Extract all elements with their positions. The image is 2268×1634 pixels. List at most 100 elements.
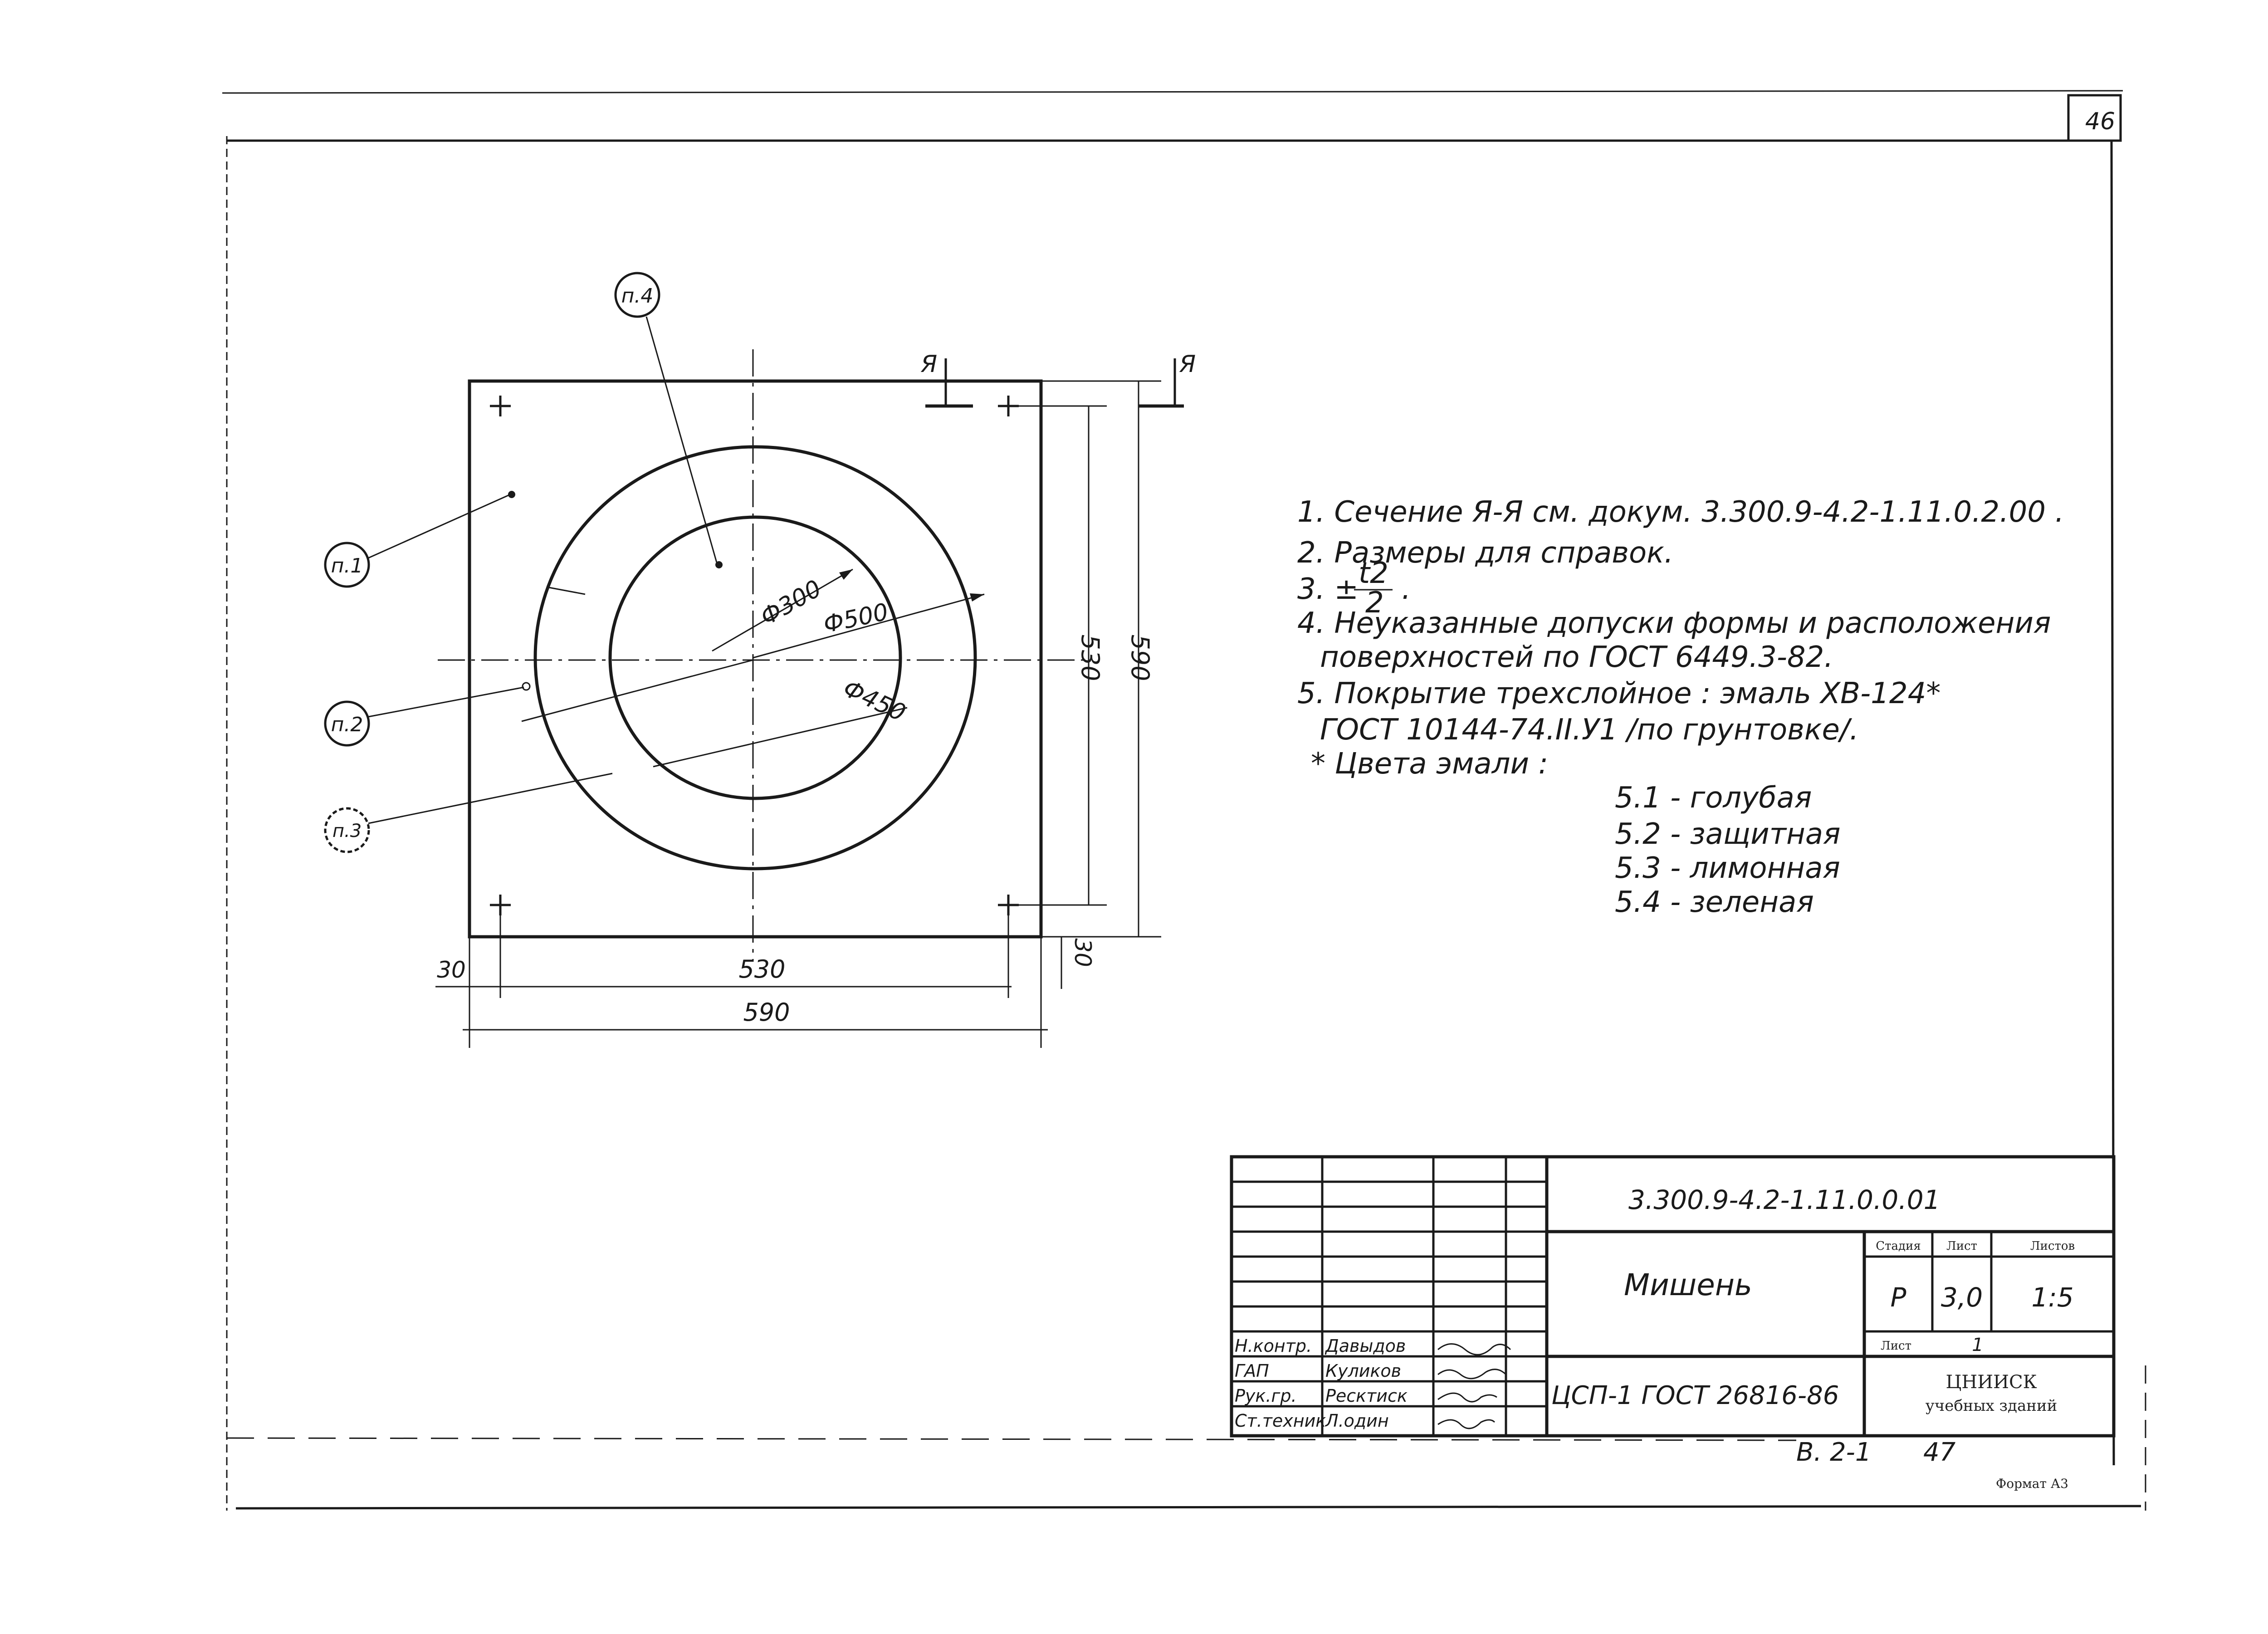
signature-3 xyxy=(1437,1392,1497,1403)
value-sheets: 1:5 xyxy=(2031,1282,2073,1313)
callout-p3-circle xyxy=(324,807,370,853)
role-name-2: Куликов xyxy=(1325,1361,1401,1381)
note-color-4: 5.4 - зеленая xyxy=(1615,885,1814,919)
d450-leader-extension xyxy=(521,659,753,722)
callout-p2-leader xyxy=(368,686,524,718)
signature-4 xyxy=(1437,1419,1496,1429)
callout-p4: п.4 xyxy=(614,272,723,568)
role-name-4: Л.один xyxy=(1325,1411,1389,1431)
role-label-4: Ст.техник xyxy=(1235,1411,1326,1431)
note-5-line-a: 5. Покрытие трехслойное : эмаль ХВ-124* xyxy=(1297,677,1941,710)
d500-arrow xyxy=(970,593,984,602)
role-name-3: Ресктиск xyxy=(1325,1386,1408,1406)
note-color-3: 5.3 - лимонная xyxy=(1615,851,1840,885)
org-name-line-2: учебных зданий xyxy=(1926,1397,2058,1415)
note-4-line-a: 4. Неуказанные допуски формы и расположе… xyxy=(1297,607,2051,640)
d500-back-tick xyxy=(548,587,586,595)
plate-outline xyxy=(468,379,1043,939)
callout-p2-dot xyxy=(522,682,531,691)
signature-1 xyxy=(1437,1343,1511,1355)
d500-label: Ф500 xyxy=(821,598,890,639)
v-dim-offset-label: 30 xyxy=(1070,938,1096,967)
section-marks: Я Я xyxy=(920,351,1196,408)
role-label-3: Рук.гр. xyxy=(1235,1386,1297,1406)
callout-p4-dot xyxy=(715,561,723,568)
note-3-numerator: t2 xyxy=(1359,557,1388,590)
outer-circle-d500 xyxy=(533,445,977,871)
role-label-2: ГАП xyxy=(1235,1361,1269,1381)
callout-p1-circle xyxy=(324,542,370,588)
hole-mark-top-left xyxy=(490,396,511,416)
drawing-notes: 1. Сечение Я-Я см. докум. 3.300.9-4.2-1.… xyxy=(1297,495,2064,919)
note-5-line-b: ГОСТ 10144-74.II.У1 /по грунтовке/. xyxy=(1320,713,1859,747)
plate-drawing: Ф300 Ф500 Ф450 Я Я п.4 п.1 п.2 xyxy=(324,272,1196,1048)
org-name-line-1: ЦНИИСК xyxy=(1945,1372,2037,1393)
vertical-dimensions: 530 590 30 xyxy=(1012,380,1161,989)
callout-p1-leader xyxy=(368,494,511,559)
doc-title: Мишень xyxy=(1624,1267,1752,1302)
callout-p4-label: п.4 xyxy=(621,284,654,308)
callout-p2: п.2 xyxy=(324,682,531,747)
d300-label: Ф300 xyxy=(756,575,826,631)
d500-leader xyxy=(753,593,985,659)
note-2: 2. Размеры для справок. xyxy=(1297,536,1673,570)
callout-p2-label: п.2 xyxy=(331,713,363,736)
inner-circle-d300 xyxy=(608,515,902,800)
note-1: 1. Сечение Я-Я см. докум. 3.300.9-4.2-1.… xyxy=(1297,495,2064,529)
callout-p3-label: п.3 xyxy=(332,821,362,841)
value-sheet: 3,0 xyxy=(1941,1282,1983,1313)
d300-leader xyxy=(712,568,853,652)
header-sheets: Листов xyxy=(2030,1239,2075,1253)
d450-leader xyxy=(653,707,908,768)
v-dim-inner-label: 530 xyxy=(1076,634,1105,681)
page-number-box xyxy=(2067,94,2122,142)
horizontal-dimensions: 30 530 590 xyxy=(435,907,1048,1048)
header-stage: Стадия xyxy=(1876,1239,1921,1253)
note-3-prefix: 3. ± xyxy=(1297,572,1359,606)
h-dim-inner-label: 530 xyxy=(738,955,785,983)
h-dim-offset-label: 30 xyxy=(437,957,466,983)
section-mark-right-label: Я xyxy=(1179,351,1196,378)
value-stage: Р xyxy=(1891,1282,1906,1313)
role-name-1: Давыдов xyxy=(1325,1336,1406,1356)
footer-page: 47 xyxy=(1923,1438,1956,1467)
header-sheet: Лист xyxy=(1946,1239,1977,1253)
title-block-outline xyxy=(1230,1155,2116,1438)
frame-top-outer-line xyxy=(222,90,2123,94)
note-4-line-b: поверхностей по ГОСТ 6449.3-82. xyxy=(1320,641,1833,674)
note-3-denominator: 2 xyxy=(1365,586,1384,620)
callout-p3-leader xyxy=(368,773,613,824)
title-block: Н.контр. Давыдов ГАП Куликов Рук.гр. Рес… xyxy=(1230,1155,2116,1438)
callout-p1: п.1 xyxy=(324,491,515,588)
frame-bottom-dash-line xyxy=(226,1437,1797,1441)
frame-bottom-line xyxy=(235,1505,2141,1510)
section-mark-left-label: Я xyxy=(920,351,937,378)
doc-code: 3.300.9-4.2-1.11.0.0.01 xyxy=(1628,1184,1941,1215)
note-color-1: 5.1 - голубая xyxy=(1615,781,1812,815)
footer-album: В. 2-1 xyxy=(1796,1438,1871,1467)
h-dim-outer-label: 590 xyxy=(743,998,790,1027)
callout-p1-dot xyxy=(508,491,515,498)
note-color-2: 5.2 - защитная xyxy=(1615,817,1841,851)
sheet-row-label: Лист xyxy=(1881,1339,1911,1353)
callout-p3: п.3 xyxy=(324,773,613,853)
sheet-footer: В. 2-1 47 Формат А3 xyxy=(1796,1438,2068,1491)
role-label-1: Н.контр. xyxy=(1235,1336,1312,1356)
signature-2 xyxy=(1437,1369,1507,1380)
note-colors-header: * Цвета эмали : xyxy=(1311,747,1548,781)
callout-p1-label: п.1 xyxy=(331,554,363,577)
footer-format: Формат А3 xyxy=(1996,1476,2068,1491)
callout-p2-circle xyxy=(324,700,370,747)
v-dim-outer-label: 590 xyxy=(1126,634,1154,681)
callout-p4-leader xyxy=(645,316,718,563)
note-3-suffix: . xyxy=(1402,572,1411,606)
doc-standard: ЦСП-1 ГОСТ 26816-86 xyxy=(1551,1381,1839,1410)
sheet-frame: 46 xyxy=(222,90,2146,1511)
corner-hole-marks xyxy=(490,396,1019,915)
page-number: 46 xyxy=(2085,108,2115,135)
callout-p4-circle xyxy=(614,272,660,318)
d300-arrow xyxy=(839,569,853,580)
sheet-row-value: 1 xyxy=(1972,1335,1983,1355)
